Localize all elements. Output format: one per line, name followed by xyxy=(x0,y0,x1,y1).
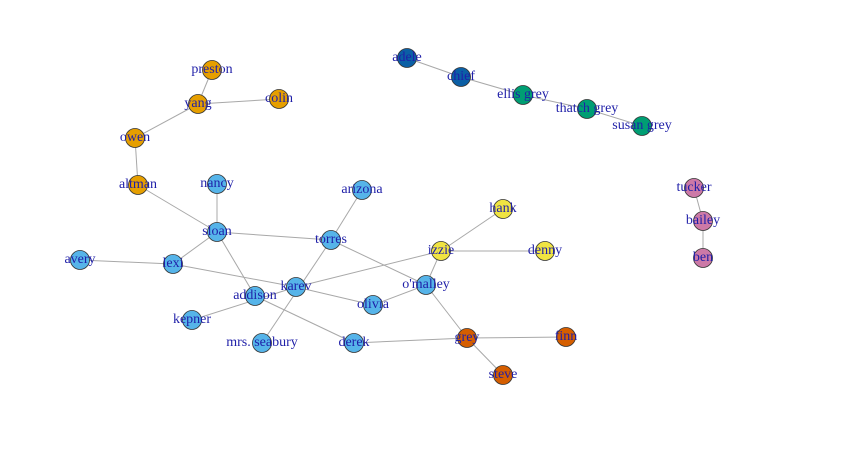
edge-omalley-grey xyxy=(425,284,468,339)
node-label-ellis-grey: ellis grey xyxy=(497,87,549,102)
node-label-chief: chief xyxy=(447,69,475,84)
node-label-hank: hank xyxy=(489,201,516,216)
node-label-bailey: bailey xyxy=(686,213,720,228)
edge-karev-kepner xyxy=(191,286,297,321)
node-tucker[interactable] xyxy=(684,178,704,198)
node-label-addison: addison xyxy=(233,288,277,303)
edge-torres-omalley xyxy=(330,239,427,286)
edge-yang-owen xyxy=(134,103,199,139)
node-label-altman: altman xyxy=(119,177,157,192)
node-bailey[interactable] xyxy=(693,211,713,231)
node-grey[interactable] xyxy=(457,328,477,348)
edge-altman-sloan xyxy=(137,184,218,233)
node-colin[interactable] xyxy=(269,89,289,109)
edge-yang-colin xyxy=(197,98,280,105)
node-omalley[interactable] xyxy=(416,275,436,295)
node-izzie[interactable] xyxy=(431,241,451,261)
edge-karev-olivia xyxy=(295,286,374,306)
node-torres[interactable] xyxy=(321,230,341,250)
node-sloan[interactable] xyxy=(207,222,227,242)
node-arizona[interactable] xyxy=(352,180,372,200)
label-layer: preston yang colin owen altman nancy sloan ariz… xyxy=(64,50,720,382)
node-label-adele: adele xyxy=(392,50,422,65)
node-label-karev: karev xyxy=(280,279,311,294)
node-hank[interactable] xyxy=(493,199,513,219)
node-label-tucker: tucker xyxy=(677,180,712,195)
node-derek[interactable] xyxy=(344,333,364,353)
edge-addison-derek xyxy=(254,295,355,344)
node-steve[interactable] xyxy=(493,365,513,385)
node-preston[interactable] xyxy=(202,60,222,80)
node-susan-grey[interactable] xyxy=(632,116,652,136)
edge-lexi-karev xyxy=(172,263,297,288)
edge-derek-grey xyxy=(353,337,468,344)
node-label-ben: ben xyxy=(693,250,713,265)
node-label-denny: denny xyxy=(528,243,562,258)
node-label-nancy: nancy xyxy=(200,176,233,191)
node-label-grey: grey xyxy=(455,330,480,345)
node-mrs-seabury[interactable] xyxy=(252,333,272,353)
node-label-preston: preston xyxy=(191,62,232,77)
node-olivia[interactable] xyxy=(363,295,383,315)
node-addison[interactable] xyxy=(245,286,265,306)
node-ben[interactable] xyxy=(693,248,713,268)
edge-avery-lexi xyxy=(79,259,174,265)
edge-karev-izzie xyxy=(295,250,442,288)
edge-izzie-hank xyxy=(440,208,504,252)
edge-grey-finn xyxy=(466,336,567,339)
node-label-kepner: kepner xyxy=(173,312,211,327)
node-adele[interactable] xyxy=(397,48,417,68)
edge-chief-ellis_grey xyxy=(460,76,524,96)
node-lexi[interactable] xyxy=(163,254,183,274)
edge-sloan-torres xyxy=(216,231,332,241)
node-karev[interactable] xyxy=(286,277,306,297)
node-label-finn: finn xyxy=(555,329,578,344)
node-finn[interactable] xyxy=(556,327,576,347)
node-label-owen: owen xyxy=(120,130,150,145)
node-label-arizona: arizona xyxy=(341,182,383,197)
node-owen[interactable] xyxy=(125,128,145,148)
node-nancy[interactable] xyxy=(207,174,227,194)
node-label-olivia: olivia xyxy=(357,297,390,312)
node-layer xyxy=(70,48,713,385)
node-label-steve: steve xyxy=(489,367,518,382)
node-yang[interactable] xyxy=(188,94,208,114)
edge-ellis_grey-thatch_grey xyxy=(522,94,588,110)
node-denny[interactable] xyxy=(535,241,555,261)
node-label-colin: colin xyxy=(265,91,293,106)
node-label-omalley: o'malley xyxy=(402,277,450,292)
node-altman[interactable] xyxy=(128,175,148,195)
node-label-mrs-seabury: mrs. seabury xyxy=(226,335,298,350)
node-avery[interactable] xyxy=(70,250,90,270)
node-label-avery: avery xyxy=(64,252,95,267)
node-ellis-grey[interactable] xyxy=(513,85,533,105)
node-label-lexi: lexi xyxy=(163,256,184,271)
node-label-torres: torres xyxy=(315,232,347,247)
node-kepner[interactable] xyxy=(182,310,202,330)
node-label-derek: derek xyxy=(338,335,369,350)
node-label-izzie: izzie xyxy=(428,243,454,258)
edge-sloan-addison xyxy=(216,231,256,297)
node-label-yang: yang xyxy=(184,96,211,111)
node-label-thatch-grey: thatch grey xyxy=(556,101,619,116)
node-chief[interactable] xyxy=(451,67,471,87)
node-thatch-grey[interactable] xyxy=(577,99,597,119)
node-label-sloan: sloan xyxy=(202,224,232,239)
node-label-susan-grey: susan grey xyxy=(612,118,672,133)
